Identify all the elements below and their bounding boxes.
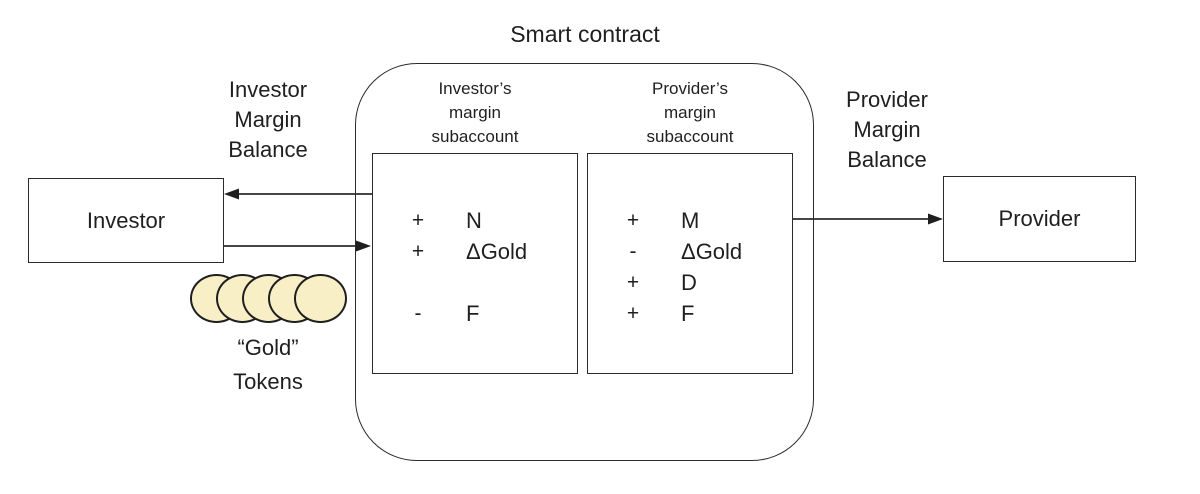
investor-subaccount-header: Investor’s margin subaccount bbox=[431, 79, 519, 146]
provider-subaccount-header: Provider’s margin subaccount bbox=[646, 79, 734, 146]
ledger-entry: - F bbox=[373, 298, 577, 329]
investor-node: Investor bbox=[28, 178, 224, 263]
ledger-entry: + N bbox=[373, 205, 577, 236]
entry-sign: - bbox=[629, 239, 637, 263]
arrow-contract-to-investor bbox=[224, 188, 372, 200]
entry-sign: + bbox=[411, 239, 425, 263]
gold-token-coin bbox=[294, 274, 347, 323]
entry-sign: + bbox=[626, 270, 640, 294]
entry-sign: + bbox=[626, 208, 640, 232]
ledger-entry: + M bbox=[588, 205, 792, 236]
entry-term: M bbox=[681, 207, 700, 233]
gold-tokens-label: “Gold” Tokens bbox=[233, 335, 303, 394]
arrow-contract-to-provider bbox=[793, 213, 943, 225]
entry-term: F bbox=[466, 300, 480, 326]
entry-term: ΔGold bbox=[466, 238, 528, 264]
ledger-entry: + D bbox=[588, 267, 792, 298]
entry-term: ΔGold bbox=[681, 238, 743, 264]
provider-subaccount-box: + M - ΔGold + D + F bbox=[587, 153, 793, 374]
ledger-entry: + ΔGold bbox=[373, 236, 577, 267]
investor-margin-balance-label: Investor Margin Balance bbox=[228, 77, 308, 162]
entry-term: D bbox=[681, 269, 697, 295]
arrow-investor-to-contract bbox=[224, 240, 371, 252]
gold-tokens bbox=[190, 274, 347, 323]
ledger-entry: + F bbox=[588, 298, 792, 329]
provider-node-label: Provider bbox=[998, 206, 1081, 231]
provider-node: Provider bbox=[943, 176, 1136, 262]
investor-node-label: Investor bbox=[86, 207, 166, 233]
entry-sign: - bbox=[414, 301, 422, 325]
ledger-entry-blank bbox=[373, 267, 577, 298]
diagram-title: Smart contract bbox=[510, 21, 660, 47]
provider-margin-balance-label: Provider Margin Balance bbox=[846, 87, 928, 172]
entry-sign: + bbox=[626, 301, 640, 325]
entry-term: F bbox=[681, 300, 695, 326]
entry-sign: + bbox=[411, 208, 425, 232]
entry-term: N bbox=[466, 207, 482, 233]
ledger-entry: - ΔGold bbox=[588, 236, 792, 267]
investor-subaccount-box: + N + ΔGold - F bbox=[372, 153, 578, 374]
